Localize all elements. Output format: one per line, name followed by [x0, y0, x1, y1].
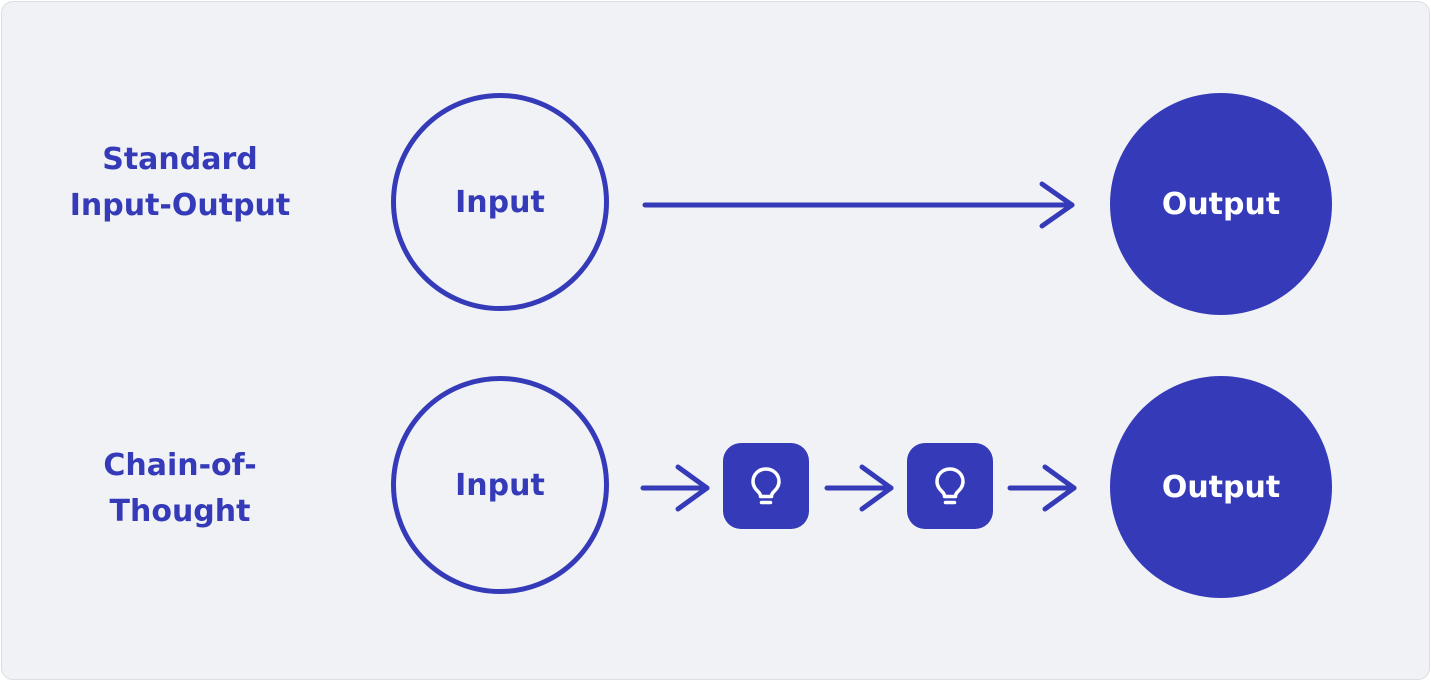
cot-arrow-2-icon	[824, 464, 894, 512]
cot-input-label: Input	[455, 467, 545, 503]
standard-io-label-line1: Standard	[102, 142, 258, 177]
cot-arrow-1-icon	[640, 464, 710, 512]
standard-long-arrow-icon	[642, 181, 1075, 229]
cot-output-node: Output	[1110, 376, 1332, 598]
cot-label: Chain-of- Thought	[50, 443, 310, 535]
cot-output-label: Output	[1161, 469, 1281, 505]
standard-io-label-line2: Input-Output	[69, 188, 291, 223]
cot-label-line1: Chain-of-	[103, 448, 257, 483]
cot-arrow-3-icon	[1007, 464, 1077, 512]
cot-input-node: Input	[391, 376, 609, 594]
standard-output-node: Output	[1110, 93, 1332, 315]
lightbulb-icon	[935, 467, 965, 505]
standard-output-label: Output	[1161, 186, 1281, 222]
standard-input-node: Input	[391, 93, 609, 311]
standard-io-label: Standard Input-Output	[50, 137, 310, 229]
lightbulb-icon	[751, 467, 781, 505]
thought-step-1	[723, 443, 809, 529]
cot-label-line2: Thought	[109, 494, 251, 529]
thought-step-2	[907, 443, 993, 529]
standard-input-label: Input	[455, 184, 545, 220]
